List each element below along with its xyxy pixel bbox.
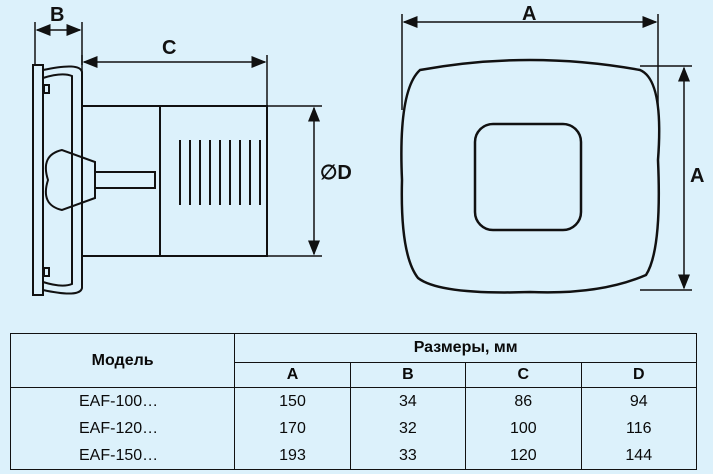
row-model: EAF-150… <box>9 442 236 470</box>
front-view <box>400 58 661 294</box>
row-value-d: 116 <box>580 415 698 442</box>
fan-body <box>81 105 268 257</box>
table-row: EAF-150… 193 33 120 144 <box>9 442 698 470</box>
dim-a-right <box>640 65 692 291</box>
front-panel-outline <box>400 58 661 294</box>
dim-a-right-label: A <box>690 165 704 187</box>
row-model: EAF-100… <box>9 387 236 415</box>
front-center-square <box>473 122 583 232</box>
row-model: EAF-120… <box>9 415 236 442</box>
row-value-c: 120 <box>465 442 582 470</box>
dim-b-label: B <box>50 4 64 26</box>
impeller-hub <box>44 148 96 212</box>
col-header-a: A <box>234 362 351 388</box>
dim-a-top-label: A <box>522 3 536 25</box>
dim-d <box>267 105 322 257</box>
row-value-a: 193 <box>234 442 351 470</box>
row-value-a: 150 <box>234 387 351 415</box>
front-plate <box>32 64 44 296</box>
front-cover <box>42 65 83 295</box>
dim-d-label: ∅D <box>320 162 352 184</box>
tab-bottom <box>43 267 50 277</box>
row-value-d: 144 <box>580 442 698 470</box>
dim-a-top <box>401 14 659 110</box>
col-header-b: B <box>349 362 467 388</box>
col-header-c: C <box>465 362 582 388</box>
col-header-d: D <box>580 362 698 388</box>
model-header: Модель <box>9 333 236 388</box>
dim-b <box>34 22 83 65</box>
dimensions-table: Модель Размеры, мм A B C D EAF-100… 150 … <box>9 333 698 470</box>
row-value-d: 94 <box>580 387 698 415</box>
table-row: EAF-120… 170 32 100 116 <box>9 415 698 442</box>
row-value-a: 170 <box>234 415 351 442</box>
row-value-c: 86 <box>465 387 582 415</box>
fan-technical-drawing: B C ∅D A A <box>32 3 704 296</box>
row-value-b: 32 <box>349 415 467 442</box>
dim-c-label: C <box>162 37 176 59</box>
row-value-b: 34 <box>349 387 467 415</box>
dim-c <box>81 55 268 106</box>
vent-slots <box>179 140 261 205</box>
tab-top <box>43 84 50 94</box>
side-view <box>32 64 268 296</box>
row-value-c: 100 <box>465 415 582 442</box>
cover-inner-edge <box>42 73 73 287</box>
motor-shaft <box>94 171 156 189</box>
dimensions-group-header: Размеры, мм <box>234 333 697 363</box>
table-row: EAF-100… 150 34 86 94 <box>9 387 698 415</box>
row-value-b: 33 <box>349 442 467 470</box>
